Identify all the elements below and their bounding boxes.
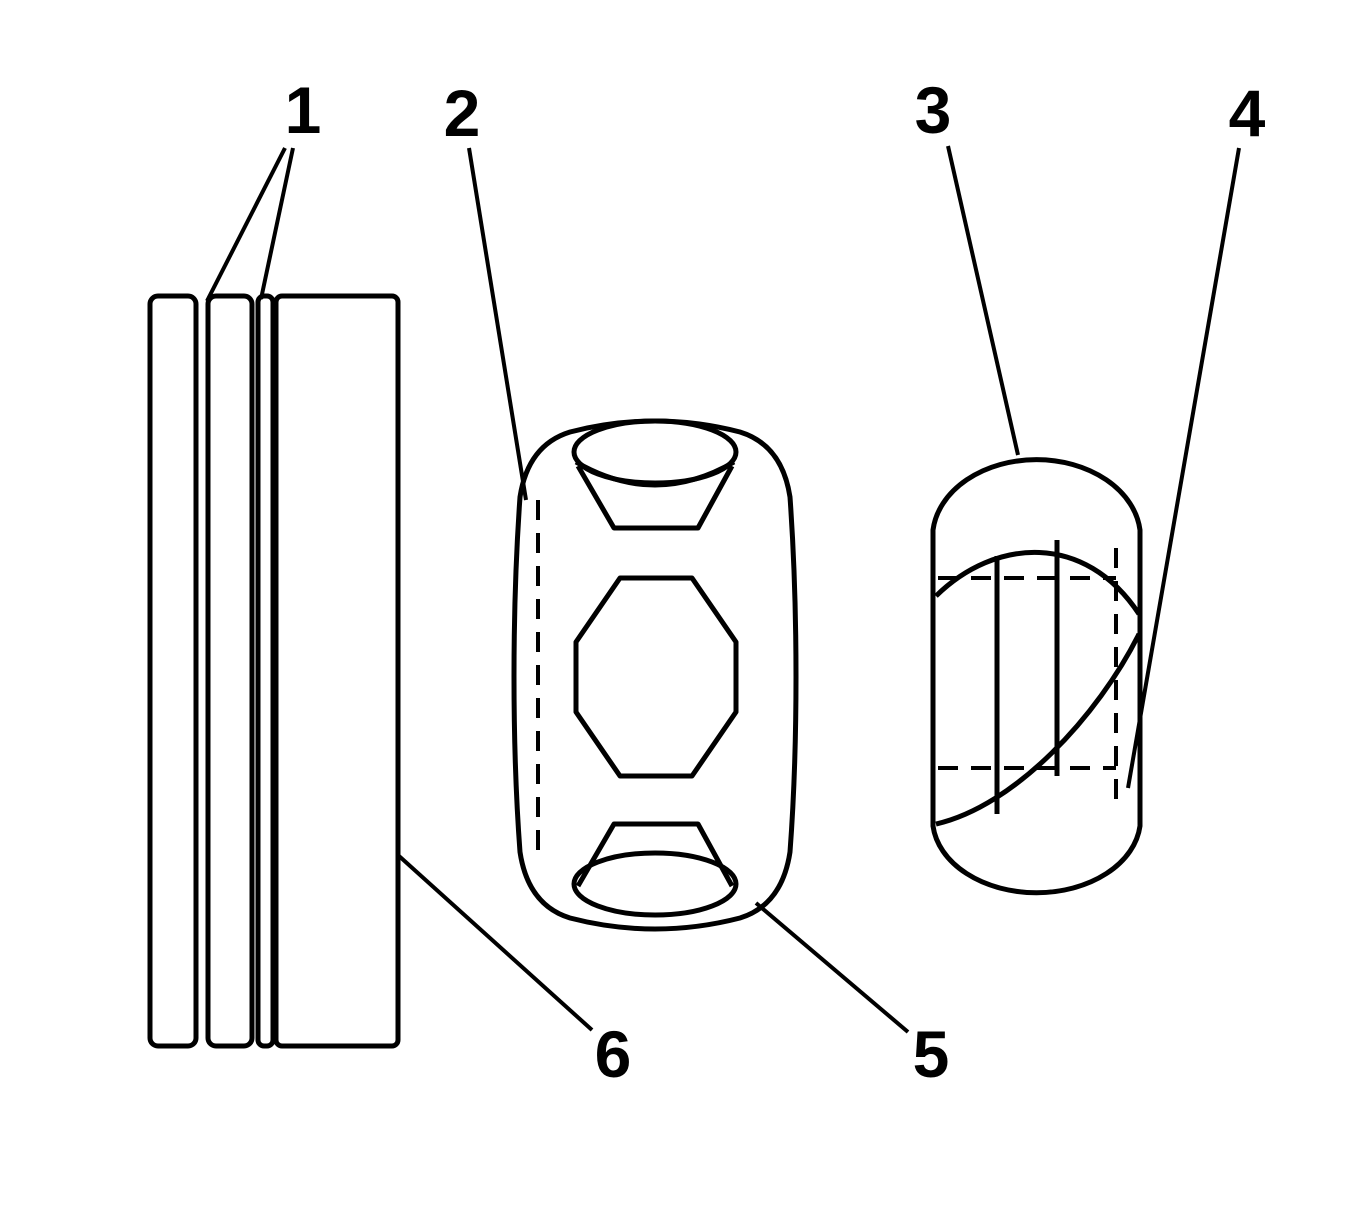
callout-labels: 1 2 3 4 5 6 xyxy=(285,73,1266,1091)
callout-3-label: 3 xyxy=(915,73,952,147)
left-body-slab xyxy=(273,293,401,1049)
part-middle-group xyxy=(511,418,799,932)
callout-2-label: 2 xyxy=(444,76,481,150)
right-upper-curve xyxy=(934,549,1142,616)
callout-5-label: 5 xyxy=(913,1017,950,1091)
right-outer-silhouette xyxy=(930,457,1143,896)
leader-line-1a xyxy=(205,147,287,302)
middle-octagon-window xyxy=(573,575,739,779)
leader-line-2 xyxy=(467,147,528,501)
leader-line-6 xyxy=(397,854,594,1032)
left-bar-2 xyxy=(205,293,255,1049)
left-bar-3 xyxy=(255,293,276,1049)
callout-6-label: 6 xyxy=(595,1017,632,1091)
middle-bottom-window xyxy=(575,821,735,888)
leader-line-4 xyxy=(1126,147,1241,789)
part-left-group xyxy=(147,293,401,1049)
middle-top-rim-arc xyxy=(574,459,736,488)
middle-bottom-opening xyxy=(571,850,739,918)
left-bar-1 xyxy=(147,293,199,1049)
right-lower-curve xyxy=(935,632,1142,827)
part-right-group xyxy=(930,457,1143,896)
callout-1-label: 1 xyxy=(285,73,322,147)
leader-line-5 xyxy=(754,901,910,1034)
callout-4-label: 4 xyxy=(1229,76,1266,150)
leader-line-1b xyxy=(259,147,295,300)
leader-lines xyxy=(205,145,1241,1034)
middle-top-window xyxy=(575,464,735,531)
leader-line-3 xyxy=(946,145,1020,456)
